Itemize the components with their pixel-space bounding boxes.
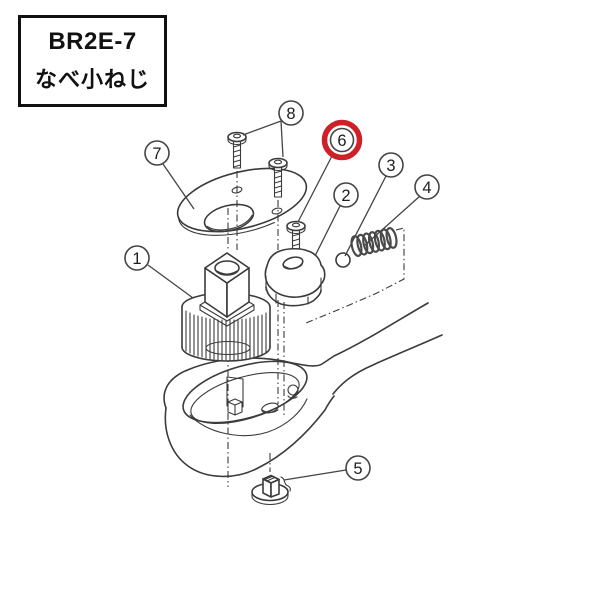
center-lines (227, 171, 405, 487)
leader-lines (147, 120, 421, 481)
callout-7-circle (144, 140, 170, 166)
pawl-bottom-edge (265, 286, 322, 307)
boss-collar (199, 301, 255, 327)
callout-4-number: 4 (422, 179, 431, 197)
callout-5-number: 5 (353, 460, 362, 478)
knob-detent-notch (280, 476, 291, 492)
screw-a-threads (232, 144, 242, 168)
screw-b-threads (273, 170, 283, 194)
callout-8-number: 8 (286, 105, 295, 123)
callout-3-circle (378, 152, 404, 178)
boss-top-face (204, 252, 250, 284)
screw-c-head-side (286, 225, 306, 235)
boss-center-hole (214, 260, 240, 276)
gear-sides (181, 306, 271, 348)
cover-plate-center-hole (203, 203, 255, 233)
knob-cube-right (270, 478, 280, 498)
callout-6-highlighted: 6 (321, 119, 363, 161)
highlight-ring (321, 119, 363, 161)
selector-knob (251, 474, 291, 506)
spring-pocket-guide-box (305, 227, 405, 324)
leader-5 (283, 469, 347, 481)
spring-coil (379, 228, 392, 251)
knob-cube-left (262, 478, 272, 498)
cover-plate-thickness (177, 215, 275, 236)
pawl-hole-depth (283, 264, 303, 270)
part-name-japanese: なべ小ねじ (34, 67, 150, 92)
pawl-slot-boss (227, 398, 243, 416)
pawl-top-face (264, 247, 326, 298)
screw-c-threads (291, 233, 301, 247)
pawl-slot (226, 376, 244, 408)
head-rim-outer (182, 360, 308, 424)
knob-disc-thickness (251, 491, 289, 506)
callout-5-circle (345, 455, 371, 481)
callout-3-number: 3 (386, 157, 395, 175)
gear-teeth (185, 310, 267, 361)
spring-pocket-lip (287, 395, 298, 399)
callout-6-number: 6 (337, 132, 346, 150)
floor-oval-hole-depth (261, 409, 279, 414)
pawl-side-creases (265, 275, 322, 305)
pan-head-screw (286, 220, 306, 250)
callout-8-circle (278, 100, 304, 126)
boss-hole-depth (216, 270, 238, 275)
leader-7 (162, 163, 195, 210)
body-bottom-outline (164, 395, 335, 478)
cover-screw-a (227, 131, 247, 169)
cover-plate-screw-hole-1 (231, 186, 243, 194)
screw-a-head-side (227, 136, 247, 146)
part-label-box: BR2E-7 なべ小ねじ (18, 15, 167, 107)
body-silhouette (164, 303, 443, 477)
callout-4-circle (414, 174, 440, 200)
cover-screw-b (268, 157, 288, 198)
ratchet-body (163, 302, 443, 478)
callout-2-number: 2 (341, 187, 350, 205)
callout-1: 1 (124, 245, 150, 271)
screw-c-recess (291, 222, 301, 228)
callout-1-number: 1 (132, 250, 141, 268)
head-recess-floor (189, 398, 308, 437)
cover-plate-screw-hole-2 (271, 207, 283, 215)
leader-6 (297, 153, 334, 223)
spring-pocket-hole (287, 384, 299, 396)
model-code: BR2E-7 (48, 28, 137, 55)
callout-6-circle (329, 127, 355, 153)
callout-8: 8 (278, 100, 304, 126)
screw-b-head-side (268, 162, 288, 172)
detent-ball (335, 252, 351, 268)
callout-1-circle (124, 245, 150, 271)
callout-5: 5 (345, 455, 371, 481)
callout-3: 3 (378, 152, 404, 178)
callout-7: 7 (144, 140, 170, 166)
spring-coil (373, 229, 386, 252)
callout-2: 2 (333, 182, 359, 208)
spring (350, 227, 398, 257)
knob-grip-ridges (264, 475, 275, 482)
spring-coil (385, 227, 398, 249)
leader-4 (363, 195, 421, 247)
spring-coil (362, 232, 375, 255)
spring-coil (367, 231, 381, 253)
callout-4: 4 (414, 174, 440, 200)
callout-7-number: 7 (152, 145, 161, 163)
callout-2-circle (333, 182, 359, 208)
leader-1 (147, 264, 194, 299)
leader-2 (314, 205, 341, 257)
spring-coil (350, 235, 363, 257)
pawl (264, 247, 326, 307)
leader-3 (344, 175, 387, 257)
cover-plate-hole-depth (206, 214, 253, 231)
screw-a-recess (232, 133, 242, 139)
screw-b-recess (273, 159, 283, 165)
drive-gear (181, 252, 271, 362)
leader-8 (242, 120, 284, 158)
handle-bottom-outline (332, 334, 443, 395)
head-rim-inner (190, 372, 300, 424)
